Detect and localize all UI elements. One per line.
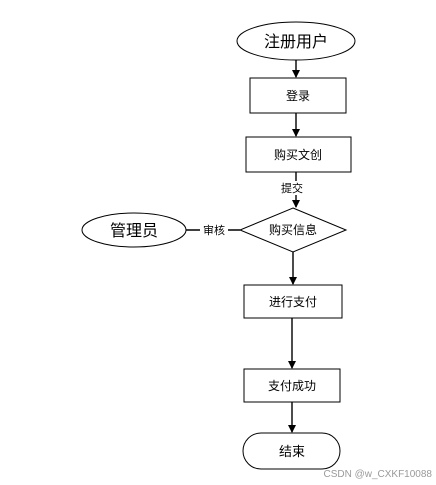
node-buy-create: 购买文创 <box>245 136 352 173</box>
node-pay-success-label: 支付成功 <box>268 379 316 393</box>
node-admin: 管理员 <box>81 212 187 248</box>
node-pay: 进行支付 <box>243 284 343 319</box>
node-login: 登录 <box>249 77 347 114</box>
node-buy-create-label: 购买文创 <box>274 147 322 162</box>
node-buy-info: 购买信息 <box>238 207 348 253</box>
edge-label-review: 审核 <box>203 223 225 237</box>
node-end: 结束 <box>242 432 341 470</box>
edge-label-submit: 提交 <box>281 181 303 195</box>
node-buy-info-label: 购买信息 <box>269 222 317 237</box>
watermark: CSDN @w_CXKF10088 <box>323 469 432 480</box>
node-register-label: 注册用户 <box>264 32 328 51</box>
node-end-label: 结束 <box>279 445 305 460</box>
node-register: 注册用户 <box>236 21 356 61</box>
node-login-label: 登录 <box>286 88 310 103</box>
node-pay-success: 支付成功 <box>243 368 341 403</box>
node-pay-label: 进行支付 <box>269 295 317 309</box>
node-admin-label: 管理员 <box>110 221 158 240</box>
